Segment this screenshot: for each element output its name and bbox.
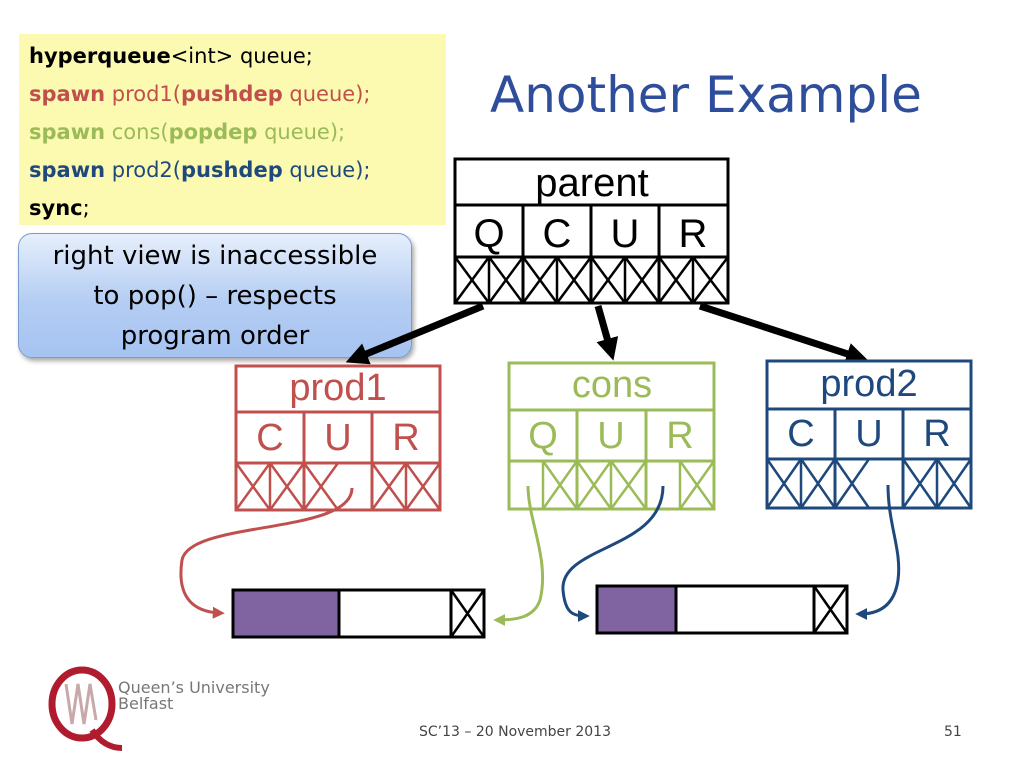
code-line-2: spawn prod1(pushdep queue); (29, 75, 446, 113)
prod1-node: prod1 C U R (234, 364, 442, 512)
cons-node: cons Q U R (507, 361, 716, 511)
queue-segment-2 (595, 584, 849, 635)
note-callout: right view is inaccessible to pop() – re… (18, 233, 412, 358)
segment-filled-portion (597, 586, 676, 633)
code-keyword: spawn (29, 82, 106, 106)
view-label-r: R (679, 212, 708, 256)
queens-university-logo-emblem (48, 666, 123, 751)
note-line: program order (120, 321, 310, 351)
parent-node: parent Q C U R (453, 157, 730, 305)
segment-filled-portion (233, 590, 339, 637)
arrow-to-cons (594, 305, 619, 361)
view-label-u: U (597, 415, 624, 457)
segment-null-cell (449, 589, 486, 638)
view-label-u: U (324, 417, 351, 459)
code-keyword: popdep (168, 120, 258, 144)
spawn-arrows (345, 302, 869, 365)
code-text: queue); (257, 120, 346, 144)
view-label-q: Q (528, 415, 558, 457)
note-line: to pop() – respects (93, 281, 337, 311)
code-line-1: hyperqueue<int> queue; (29, 37, 446, 75)
university-name-line-1: Queen’s University (118, 678, 270, 697)
note-line: right view is inaccessible (52, 241, 378, 271)
footer-event: SC’13 – 20 November 2013 (419, 724, 612, 740)
university-name-line-2: Belfast (118, 694, 174, 713)
slide-title: Another Example (490, 66, 922, 124)
queue-segment-1 (231, 588, 486, 639)
prod2-label: prod2 (820, 363, 917, 405)
view-label-u: U (855, 413, 882, 455)
code-keyword: spawn (29, 158, 106, 182)
cons-label: cons (572, 364, 652, 406)
university-name: Queen’s University Belfast (118, 680, 270, 712)
code-text: queue); (282, 82, 371, 106)
segment-frame (231, 588, 486, 639)
code-keyword: pushdep (180, 82, 283, 106)
view-label-u: U (611, 212, 640, 256)
code-text: prod2( (105, 158, 181, 182)
segment-frame (595, 584, 849, 635)
code-box: hyperqueue<int> queue; spawn prod1(pushd… (19, 34, 446, 225)
prod1-pointer (179, 487, 354, 619)
code-text: queue); (282, 158, 371, 182)
code-keyword: hyperqueue (29, 44, 171, 68)
code-text: cons( (105, 120, 169, 144)
cons-null-cells (541, 460, 716, 510)
prod1-label: prod1 (289, 367, 386, 409)
slide-number: 51 (944, 724, 962, 740)
view-label-r: R (392, 417, 419, 459)
view-label-c: C (787, 413, 814, 455)
view-label-r: R (923, 413, 950, 455)
code-text: ; (82, 196, 90, 220)
view-label-c: C (256, 417, 283, 459)
code-line-5: sync; (29, 189, 446, 227)
segment-null-cell (812, 585, 849, 634)
prod2-pointer (855, 484, 901, 620)
code-line-4: spawn prod2(pushdep queue); (29, 151, 446, 189)
parent-label: parent (535, 161, 648, 205)
code-keyword: spawn (29, 120, 106, 144)
code-keyword: sync (29, 196, 83, 220)
view-label-q: Q (473, 212, 504, 256)
view-label-r: R (666, 415, 693, 457)
parent-null-cells (453, 256, 729, 304)
arrow-to-prod1 (345, 302, 485, 365)
code-keyword: pushdep (180, 158, 283, 182)
code-text: <int> queue; (170, 44, 313, 68)
prod1-null-cells (234, 462, 442, 511)
code-text: prod1( (105, 82, 181, 106)
prod2-node: prod2 C U R (765, 359, 973, 510)
prod2-null-cells (765, 458, 973, 509)
cons-pointer (493, 485, 545, 626)
arrow-to-prod2 (698, 302, 869, 365)
view-label-c: C (543, 212, 572, 256)
code-line-3: spawn cons(popdep queue); (29, 113, 446, 151)
cons-pointer-2 (561, 485, 665, 622)
